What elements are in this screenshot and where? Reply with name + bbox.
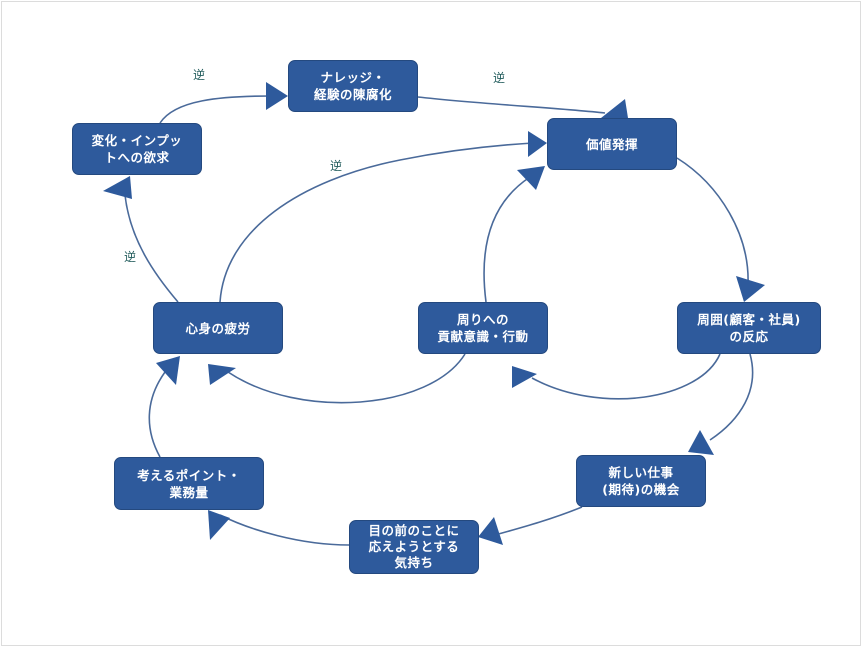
node-line: ナレッジ・	[320, 70, 386, 85]
arrowhead-workload	[208, 510, 230, 540]
node-line: 周りへの	[456, 312, 509, 327]
edge-reaction-to-contribution	[531, 353, 721, 400]
edge-fatigue-to-value	[219, 142, 534, 303]
node-value-delivery: 価値発揮	[547, 118, 677, 170]
node-contribution: 周りへの貢献意識・行動	[418, 302, 548, 354]
edge-value-to-reaction	[676, 157, 749, 286]
edge-desire-to-knowledge	[159, 95, 273, 124]
node-line: 目の前のことに	[368, 523, 460, 538]
reverse-label: 逆	[124, 250, 137, 264]
edge-reaction-to-newwork	[709, 353, 754, 441]
arrowhead-newwork	[688, 430, 714, 455]
edge-contribution-to-value	[483, 176, 531, 303]
arrowhead-willingness	[478, 517, 503, 545]
edge-workload-to-fatigue	[148, 371, 166, 458]
node-line: 貢献意識・行動	[437, 329, 529, 344]
reverse-label: 逆	[493, 71, 506, 85]
node-line: (期待)の機会	[602, 482, 680, 497]
arrowhead-value-left	[528, 131, 547, 157]
node-line: の反応	[729, 329, 769, 344]
node-workload: 考えるポイント・業務量	[114, 457, 264, 510]
node-line: 経験の陳腐化	[313, 87, 392, 102]
node-fatigue: 心身の疲労	[153, 302, 283, 354]
arrowhead-value-bottom	[517, 166, 545, 190]
edge-willingness-to-workload	[219, 514, 350, 546]
node-desire-for-change: 変化・インプットへの欲求	[72, 123, 202, 175]
node-line: 考えるポイント・	[137, 467, 241, 483]
edge-newwork-to-willingness	[494, 506, 583, 536]
reverse-label: 逆	[330, 159, 343, 173]
node-line: 応えようとする	[368, 539, 460, 554]
node-line: 周囲(顧客・社員)	[697, 312, 801, 327]
node-knowledge-obsolete: ナレッジ・経験の陳腐化	[288, 60, 418, 112]
node-line: 業務量	[169, 484, 209, 500]
arrowhead-contribution	[512, 366, 537, 388]
node-reaction: 周囲(顧客・社員) の反応	[677, 302, 821, 354]
node-line: 価値発揮	[585, 136, 638, 152]
node-new-work: 新しい仕事 (期待)の機会	[576, 455, 706, 507]
reverse-label: 逆	[193, 68, 206, 82]
arrowhead-knowledge	[266, 82, 288, 110]
arrowhead-fatigue-right	[208, 364, 236, 385]
arrowhead-desire	[103, 176, 132, 199]
node-line: 心身の疲労	[185, 320, 251, 336]
node-line: 気持ち	[394, 555, 434, 570]
edge-contribution-to-fatigue	[227, 353, 466, 404]
edge-fatigue-to-desire	[124, 194, 179, 303]
edge-knowledge-to-value	[417, 96, 606, 114]
node-line: トへの欲求	[104, 150, 170, 165]
node-willingness: 目の前のことに応えようとする気持ち	[349, 520, 479, 574]
arrowhead-value-top	[601, 99, 628, 118]
arrowhead-fatigue-left	[156, 356, 180, 385]
node-line: 新しい仕事	[608, 465, 674, 480]
node-line: 変化・インプッ	[91, 133, 183, 148]
arrowhead-reaction	[736, 276, 765, 302]
